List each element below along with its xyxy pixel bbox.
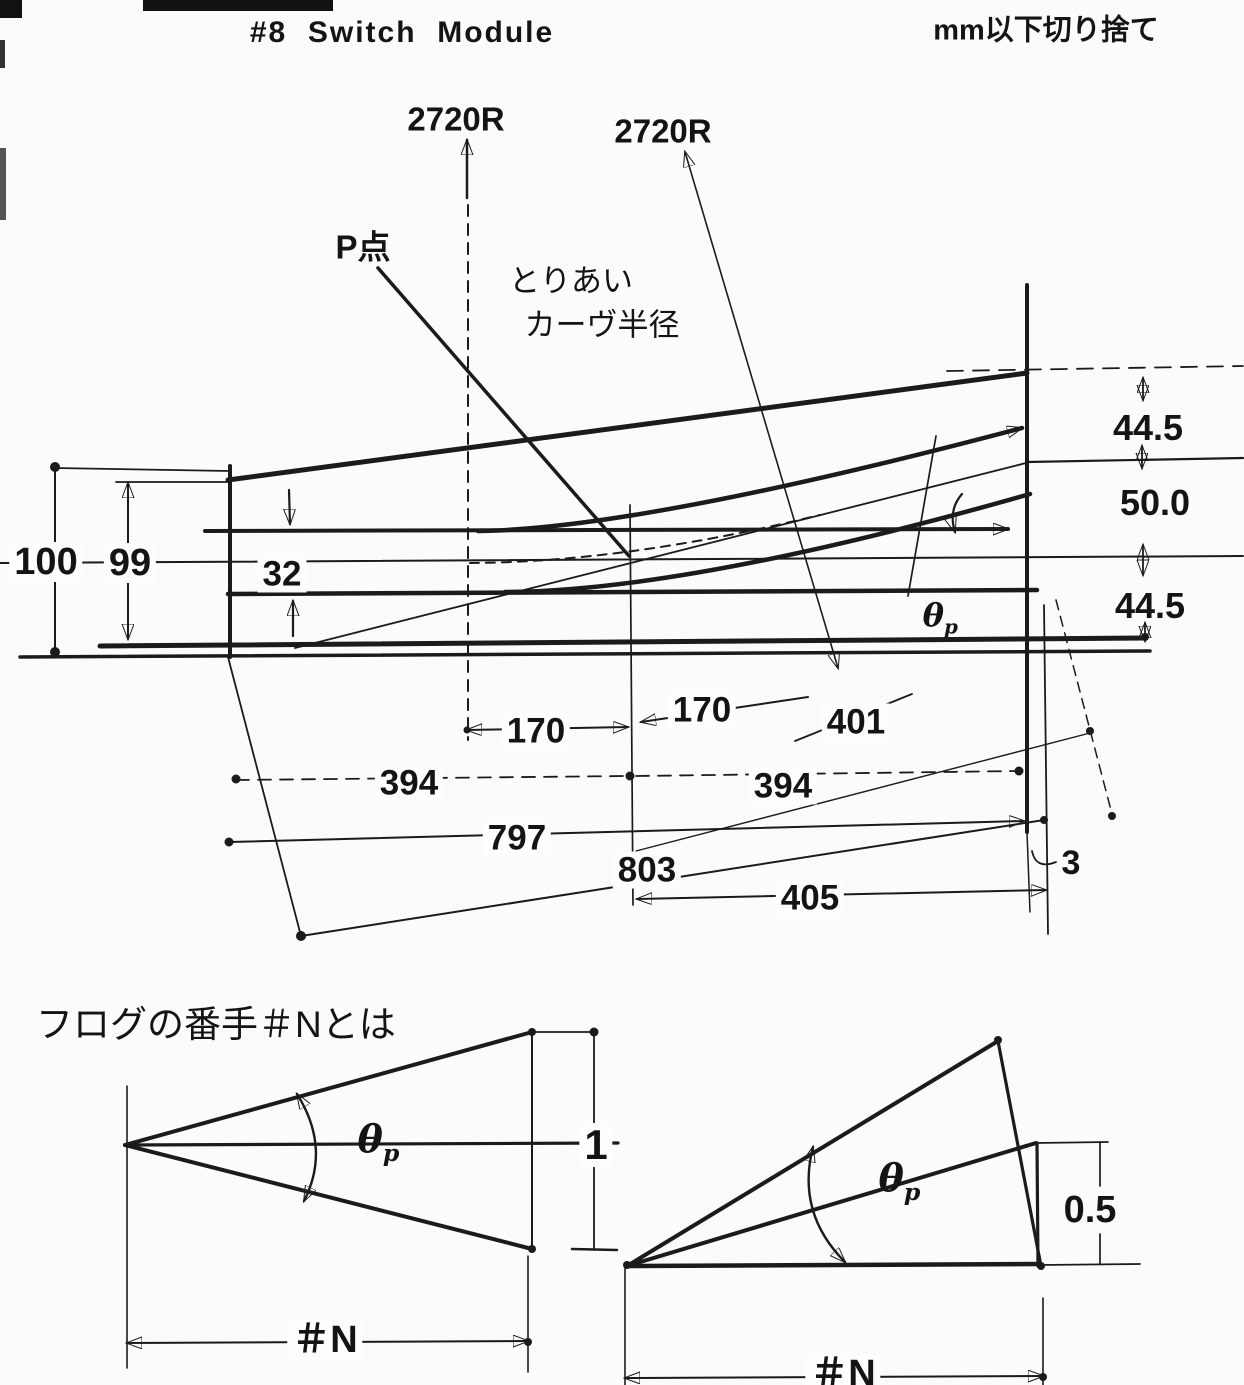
dim-label-797: 797 (482, 819, 552, 857)
dim-label-803: 803 (612, 851, 682, 889)
dim-label-100: 100 (9, 542, 83, 582)
edge-extension (1026, 831, 1031, 913)
fit-curve-label-2: カーヴ半径 (524, 307, 680, 343)
frog-left-height-label: 1 (579, 1123, 613, 1167)
frog-right-n-label: ＃N (805, 1354, 881, 1385)
radius-label-right: 2720R (614, 112, 712, 150)
p-point-label: P点 (335, 228, 391, 266)
frog-section-heading: フログの番手＃Nとは (36, 1004, 396, 1045)
dim-label-394-left: 394 (374, 764, 444, 802)
p-point-annotation (376, 266, 634, 906)
right-dimensions (946, 365, 1244, 641)
construction-slant (635, 732, 1091, 852)
dim-label-405: 405 (775, 879, 845, 917)
radius-extension-dashed (1055, 599, 1113, 815)
dim-label-50-0: 50.0 (1119, 482, 1191, 523)
dim-label-32: 32 (257, 555, 307, 593)
fit-curve-label-1: とりあい (509, 263, 633, 299)
frog-angle-label: θp (922, 595, 958, 639)
frog-right-angle-label: θp (878, 1155, 921, 1207)
dim-label-170-left: 170 (501, 712, 571, 750)
dim-3-leader (1031, 850, 1057, 866)
angle-arc-right (809, 1147, 845, 1262)
heel-offset-line (1043, 604, 1049, 935)
scan-smudge-top-bar (143, 0, 333, 11)
p-vertical-line (629, 504, 634, 906)
radius-label-left: 2720R (407, 100, 505, 138)
scan-smudge-left-edge (0, 40, 5, 68)
angle-arc-left (297, 1094, 318, 1201)
page-title: #8 Switch Module (249, 16, 555, 49)
radius-annotations (467, 140, 838, 741)
module-outline (18, 283, 1152, 834)
dim-label-44-5-top: 44.5 (1112, 407, 1184, 448)
dim-label-394-right: 394 (748, 767, 818, 805)
frog-right-height-label: 0.5 (1063, 1189, 1117, 1231)
dim-label-99: 99 (103, 543, 157, 583)
scan-smudge-left-edge2 (0, 148, 6, 220)
dim-label-44-5-bottom: 44.5 (1114, 585, 1186, 626)
frog-right-figure (623, 1036, 1141, 1385)
dim-label-170-right: 170 (667, 691, 737, 729)
dim-797 (228, 821, 1024, 843)
radius-right-line (685, 152, 838, 668)
toe-drop-line (227, 656, 302, 937)
frog-angle-annotation (907, 435, 964, 597)
frog-left-angle-label: θp (357, 1116, 400, 1168)
rounding-note: mm以下切り捨て (933, 14, 1159, 47)
dim-394-right (635, 770, 1020, 777)
dim-label-3: 3 (1061, 844, 1081, 882)
dim-label-401: 401 (821, 703, 891, 741)
p-leader-line (376, 266, 631, 558)
frog-left-n-label: ＃N (287, 1320, 363, 1360)
scan-smudge-corner (0, 0, 22, 18)
